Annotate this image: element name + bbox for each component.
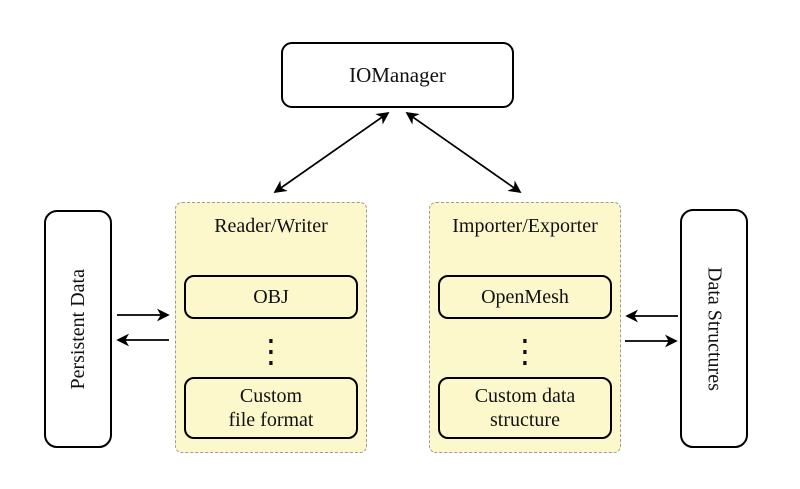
arrow-iomanager-importerexporter — [405, 111, 522, 194]
vertical-ellipsis: ⋮ — [176, 325, 366, 377]
vertical-ellipsis-glyph: ⋮ — [255, 332, 287, 370]
node-obj-label: OBJ — [253, 285, 289, 308]
group-importer-exporter: Importer/Exporter OpenMesh ⋮ Custom data… — [429, 202, 621, 453]
node-persistent-data-label: Persistent Data — [66, 268, 89, 390]
node-custom-data-structure: Custom data structure — [438, 377, 612, 439]
node-data-structures-label: Data Structures — [703, 266, 726, 391]
node-custom-file-format-line1: Custom — [239, 384, 303, 407]
node-data-structures: Data Structures — [680, 209, 748, 448]
node-iomanager-label: IOManager — [349, 62, 446, 87]
node-persistent-data: Persistent Data — [44, 210, 112, 448]
vertical-ellipsis: ⋮ — [430, 325, 620, 377]
arrow-iomanager-readerwriter — [273, 111, 390, 194]
group-reader-writer: Reader/Writer OBJ ⋮ Custom file format — [175, 202, 367, 453]
vertical-ellipsis-glyph: ⋮ — [509, 332, 541, 370]
node-custom-data-structure-line2: structure — [490, 409, 560, 431]
node-iomanager: IOManager — [281, 42, 514, 108]
node-custom-file-format-line2: file format — [228, 409, 314, 431]
group-reader-writer-label: Reader/Writer — [214, 215, 328, 237]
node-openmesh-label: OpenMesh — [481, 285, 569, 308]
group-importer-exporter-label: Importer/Exporter — [452, 215, 598, 237]
node-openmesh: OpenMesh — [438, 275, 612, 319]
node-custom-data-structure-line1: Custom data — [474, 384, 576, 407]
node-obj: OBJ — [184, 275, 358, 319]
node-custom-file-format: Custom file format — [184, 377, 358, 439]
